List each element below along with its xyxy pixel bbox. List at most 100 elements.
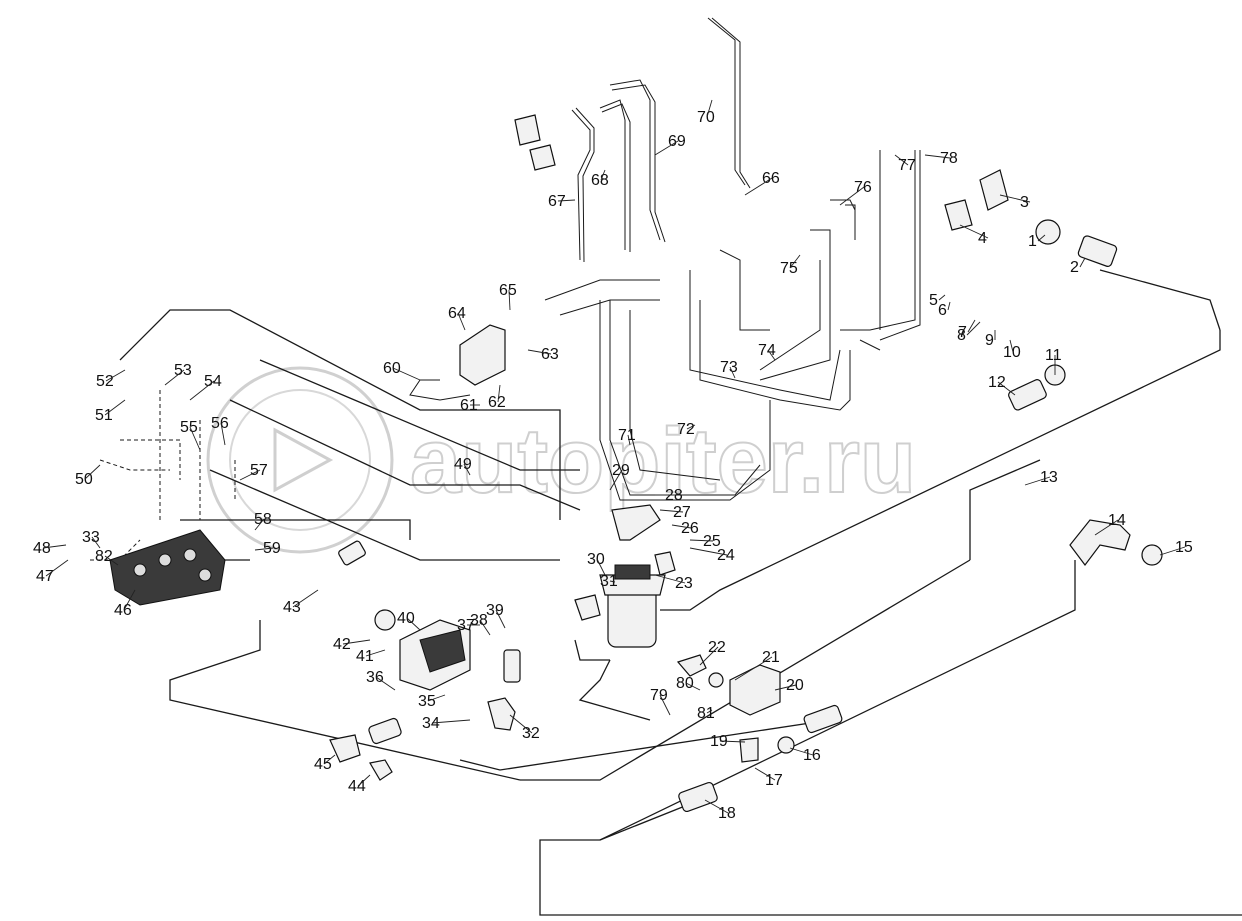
leader-line xyxy=(967,319,976,333)
leader-line xyxy=(627,434,631,446)
leader-line xyxy=(323,754,336,765)
part-label-31: 31 xyxy=(600,573,618,590)
leader-line xyxy=(719,740,746,743)
part-label-10: 10 xyxy=(1003,344,1021,361)
leader-line xyxy=(509,714,533,734)
part-label-62: 62 xyxy=(488,394,506,411)
leader-line xyxy=(706,99,713,118)
leader-line xyxy=(91,536,101,549)
leader-line xyxy=(497,384,501,403)
leader-line xyxy=(123,589,136,611)
leader-line xyxy=(463,463,471,476)
part-label-65: 65 xyxy=(499,282,517,299)
part-label-18: 18 xyxy=(718,805,736,822)
leader-line xyxy=(689,539,714,542)
part-label-9: 9 xyxy=(985,332,994,349)
leader-line xyxy=(254,547,274,551)
hydraulic-pump xyxy=(374,609,471,691)
part-label-55: 55 xyxy=(180,419,198,436)
leader-line xyxy=(609,469,623,491)
part-label-8: 8 xyxy=(957,327,966,344)
part-label-58: 58 xyxy=(254,511,272,528)
leader-line xyxy=(431,719,471,724)
part-label-48: 48 xyxy=(33,540,51,557)
part-label-72: 72 xyxy=(677,421,695,438)
leader-line xyxy=(557,199,576,202)
part-label-73: 73 xyxy=(720,359,738,376)
part-label-24: 24 xyxy=(717,547,735,564)
hydraulic-filter xyxy=(599,564,666,648)
part-label-26: 26 xyxy=(681,520,699,537)
leader-line xyxy=(164,369,185,386)
leader-line xyxy=(375,676,396,691)
leader-line xyxy=(767,349,776,361)
leader-line xyxy=(84,464,101,480)
leader-line xyxy=(966,321,981,336)
leader-line xyxy=(744,177,773,196)
part-label-40: 40 xyxy=(397,610,415,627)
part-label-16: 16 xyxy=(803,747,821,764)
part-label-56: 56 xyxy=(211,415,229,432)
leader-line xyxy=(774,684,797,691)
leader-line xyxy=(659,694,671,716)
part-label-19: 19 xyxy=(710,733,728,750)
leader-line xyxy=(254,518,265,531)
part-label-25: 25 xyxy=(703,533,721,550)
leader-line xyxy=(357,774,371,787)
leader-lines xyxy=(42,99,1186,814)
leader-line xyxy=(457,312,466,331)
leader-line xyxy=(754,767,776,781)
part-label-34: 34 xyxy=(422,715,440,732)
part-label-45: 45 xyxy=(314,756,332,773)
part-label-47: 47 xyxy=(36,568,54,585)
part-label-82: 82 xyxy=(95,548,113,565)
leader-line xyxy=(659,509,684,513)
part-label-43: 43 xyxy=(283,599,301,616)
leader-line xyxy=(495,609,506,629)
manifold-block xyxy=(459,324,506,386)
leader-line xyxy=(789,747,814,756)
valve-box xyxy=(729,664,781,716)
part-label-3: 3 xyxy=(1020,194,1029,211)
leader-line xyxy=(365,649,386,657)
part-label-6: 6 xyxy=(938,302,947,319)
part-label-5: 5 xyxy=(929,292,938,309)
part-label-74: 74 xyxy=(758,342,776,359)
leader-line xyxy=(220,422,226,446)
part-label-1: 1 xyxy=(1028,233,1037,250)
leader-line xyxy=(999,194,1031,203)
leader-line xyxy=(729,366,736,379)
leader-line xyxy=(239,469,261,481)
part-label-49: 49 xyxy=(454,456,472,473)
leader-line xyxy=(839,186,865,206)
mounting-bracket xyxy=(611,504,661,541)
part-label-52: 52 xyxy=(96,373,114,390)
part-label-60: 60 xyxy=(383,360,401,377)
part-label-7: 7 xyxy=(958,324,967,341)
leader-line xyxy=(789,254,801,269)
part-label-80: 80 xyxy=(676,675,694,692)
part-label-51: 51 xyxy=(95,407,113,424)
leader-line xyxy=(894,154,909,166)
leader-line xyxy=(104,399,126,416)
leader-line xyxy=(1079,257,1086,268)
leader-line xyxy=(105,369,126,382)
part-label-61: 61 xyxy=(460,397,478,414)
leader-line xyxy=(1009,339,1014,353)
leader-line xyxy=(189,380,215,401)
leader-line xyxy=(685,682,701,691)
leader-line xyxy=(600,169,606,181)
watermark-text: autopiter.ru xyxy=(410,410,916,512)
leader-line xyxy=(734,656,773,681)
part-label-12: 12 xyxy=(988,374,1006,391)
leader-line xyxy=(527,349,552,355)
part-label-64: 64 xyxy=(448,305,466,322)
leader-line xyxy=(406,617,421,631)
part-label-78: 78 xyxy=(940,150,958,167)
part-label-37: 37 xyxy=(457,617,475,634)
leader-line xyxy=(654,140,679,156)
part-label-35: 35 xyxy=(418,693,436,710)
leader-line xyxy=(508,289,511,311)
